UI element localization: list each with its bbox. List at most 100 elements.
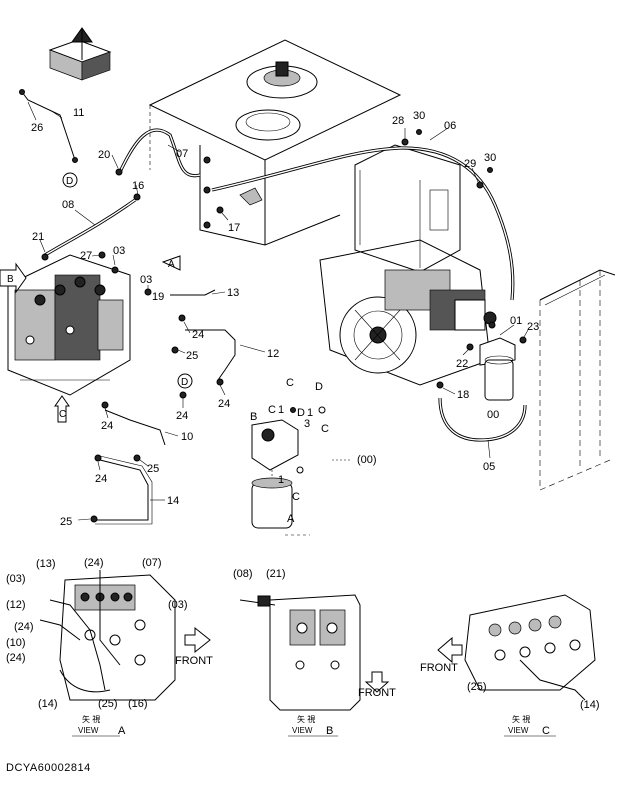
view-c-front-label: FRONT bbox=[420, 662, 458, 674]
callout-17: 17 bbox=[228, 222, 240, 234]
callout-C-top: C bbox=[286, 377, 294, 389]
callout-11: 11 bbox=[73, 107, 84, 119]
callout-18: 18 bbox=[457, 389, 469, 401]
view-a-callout-16: (16) bbox=[128, 698, 148, 710]
view-a-callout-03-left: (03) bbox=[6, 573, 26, 585]
fittings bbox=[41, 129, 527, 523]
view-c-labels: FRONT (25) (14) 矢 視 VIEW C bbox=[420, 662, 600, 737]
document-id: DCYA60002814 bbox=[6, 762, 91, 774]
callout-C-right: C bbox=[321, 423, 329, 435]
marker-A: A bbox=[168, 259, 175, 270]
view-c-callout-25: (25) bbox=[467, 681, 487, 693]
pipe-10 bbox=[104, 409, 166, 446]
callout-05: 05 bbox=[483, 461, 495, 473]
hose-05 bbox=[438, 397, 527, 442]
callout-19: 19 bbox=[152, 291, 164, 303]
pipe-14 bbox=[95, 455, 153, 525]
view-b-callout-21: (21) bbox=[266, 568, 286, 580]
view-c-detail bbox=[437, 594, 596, 701]
callout-24c: 24 bbox=[176, 410, 188, 422]
callout-07: 07 bbox=[176, 148, 188, 160]
callout-24e: 24 bbox=[95, 473, 107, 485]
view-a-view-word: VIEW bbox=[78, 726, 99, 735]
view-a-callout-24-top: (24) bbox=[84, 557, 104, 569]
callout-26: 26 bbox=[31, 122, 43, 134]
view-c-view-word: VIEW bbox=[508, 726, 529, 735]
callout-24a: 24 bbox=[192, 329, 204, 341]
callout-00-exploded: (00) bbox=[357, 454, 377, 466]
engine-pump-assembly bbox=[319, 239, 497, 386]
hose-06 bbox=[211, 146, 515, 301]
callout-24b: 24 bbox=[218, 398, 230, 410]
callout-13: 13 bbox=[227, 287, 239, 299]
hydraulic-tank bbox=[148, 39, 402, 246]
view-b-kanji: 矢 視 bbox=[297, 714, 315, 724]
callout-06: 06 bbox=[444, 120, 456, 132]
callout-C-bottom: C bbox=[292, 491, 300, 503]
callout-10: 10 bbox=[181, 431, 193, 443]
callout-23: 23 bbox=[527, 321, 539, 333]
callout-28: 28 bbox=[392, 115, 404, 127]
pipe-12 bbox=[185, 329, 236, 381]
view-markers: D A B D C bbox=[0, 172, 193, 423]
callout-A-filter: A bbox=[287, 513, 295, 525]
oil-filter-right bbox=[479, 337, 516, 401]
callout-21: 21 bbox=[32, 231, 44, 243]
view-a-front-label: FRONT bbox=[175, 655, 213, 667]
view-a-callout-03-right: (03) bbox=[168, 599, 188, 611]
cooler-block bbox=[354, 144, 461, 273]
callout-30b: 30 bbox=[484, 152, 496, 164]
view-a-callout-14: (14) bbox=[38, 698, 58, 710]
oil-filter-exploded bbox=[251, 419, 310, 536]
view-a-callout-13: (13) bbox=[36, 558, 56, 570]
callout-27: 27 bbox=[80, 250, 92, 262]
callout-B-filter: B bbox=[250, 411, 257, 423]
callout-00: 00 bbox=[487, 409, 499, 421]
callout-C1-left: C bbox=[268, 404, 276, 416]
callout-1-left: 1 bbox=[278, 404, 284, 416]
callout-22: 22 bbox=[456, 358, 468, 370]
view-b-letter: B bbox=[326, 725, 333, 737]
marker-C: C bbox=[59, 409, 66, 420]
machine-frame bbox=[539, 269, 616, 491]
view-a-callout-24-low: (24) bbox=[6, 652, 26, 664]
callout-12: 12 bbox=[267, 348, 279, 360]
view-a-callout-12: (12) bbox=[6, 599, 26, 611]
marker-B: B bbox=[7, 274, 14, 285]
marker-D-top: D bbox=[66, 176, 73, 187]
callout-D1: D bbox=[297, 407, 305, 419]
view-b-front-label: FRONT bbox=[358, 687, 396, 699]
view-c-letter: C bbox=[542, 725, 550, 737]
callout-16: 16 bbox=[132, 180, 144, 192]
view-a-labels: (13) (24) (07) (03) (03) (12) (24) (10) … bbox=[6, 557, 213, 737]
pipe-11 bbox=[19, 89, 78, 163]
callout-25a: 25 bbox=[186, 350, 198, 362]
callout-C1-bottom: 1 bbox=[278, 474, 284, 486]
view-a-detail bbox=[39, 570, 211, 701]
view-a-kanji: 矢 視 bbox=[82, 714, 100, 724]
view-a-callout-07: (07) bbox=[142, 557, 162, 569]
view-b-view-word: VIEW bbox=[292, 726, 313, 735]
callout-24d: 24 bbox=[101, 420, 113, 432]
view-a-letter: A bbox=[118, 725, 126, 737]
view-a-callout-24-mid: (24) bbox=[14, 621, 34, 633]
hose-07 bbox=[118, 128, 201, 178]
marker-D-bottom: D bbox=[181, 377, 188, 388]
view-c-callout-14: (14) bbox=[580, 699, 600, 711]
hose-08 bbox=[44, 198, 136, 257]
callout-25c: 25 bbox=[60, 516, 72, 528]
callout-D-top: D bbox=[315, 381, 323, 393]
callout-03a: 03 bbox=[113, 245, 125, 257]
view-b-callout-08: (08) bbox=[233, 568, 253, 580]
callout-08: 08 bbox=[62, 199, 74, 211]
callout-25b: 25 bbox=[147, 463, 159, 475]
control-valve bbox=[7, 254, 131, 396]
view-b-labels: (08) (21) FRONT 矢 視 VIEW B bbox=[233, 568, 396, 737]
main-callouts: 11 26 20 07 16 08 21 27 03 03 19 13 24 2… bbox=[31, 107, 539, 528]
callout-3: 3 bbox=[304, 418, 310, 430]
callout-01: 01 bbox=[510, 315, 522, 327]
callout-1-right: 1 bbox=[307, 407, 313, 419]
view-c-kanji: 矢 視 bbox=[512, 714, 530, 724]
